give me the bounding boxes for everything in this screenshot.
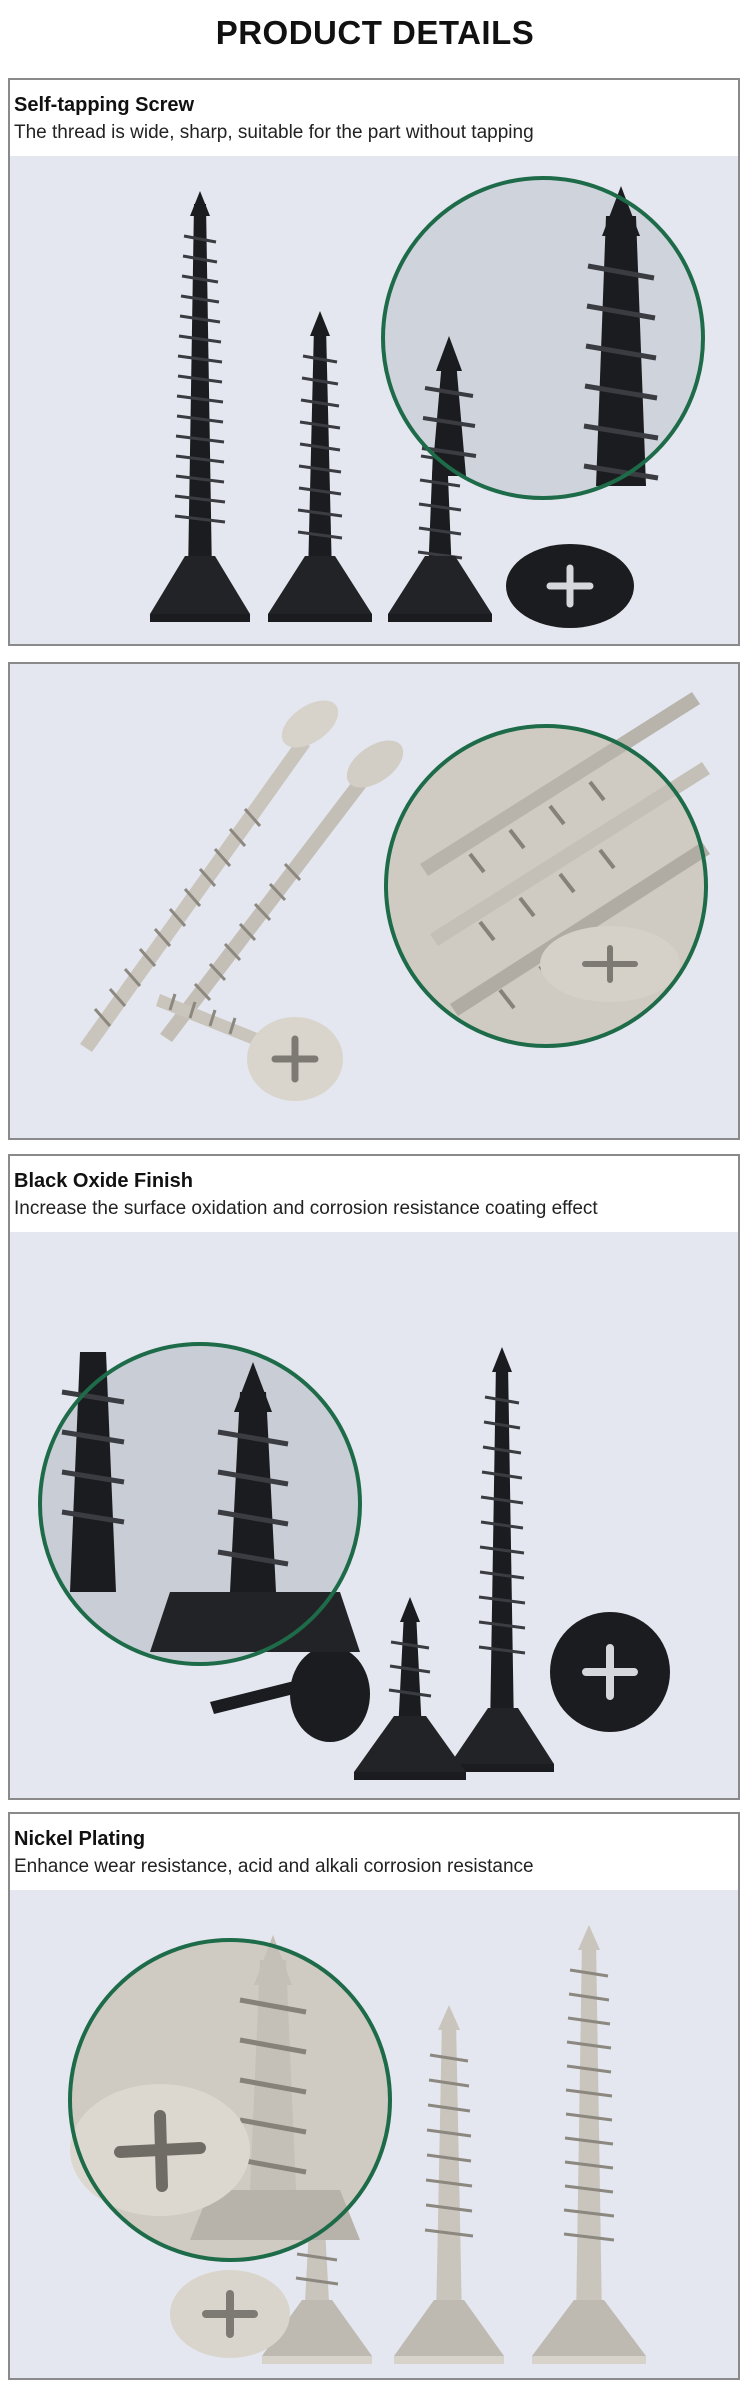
screw-short-icon xyxy=(354,1597,466,1780)
section-black-oxide-finish: Black Oxide Finish Increase the surface … xyxy=(8,1154,740,1800)
screw-head-phillips-icon xyxy=(506,544,634,628)
screw-lying-icon xyxy=(156,993,343,1101)
section-header: Nickel Plating Enhance wear resistance, … xyxy=(10,1814,738,1890)
section-self-tapping-screw: Self-tapping Screw The thread is wide, s… xyxy=(8,78,740,646)
screw-head-phillips-icon xyxy=(170,2270,290,2358)
screw-lying-icon xyxy=(210,1646,370,1742)
screw-photo-black-oxide xyxy=(38,1342,670,1780)
section-description: Enhance wear resistance, acid and alkali… xyxy=(14,1856,534,1877)
section-header: Self-tapping Screw The thread is wide, s… xyxy=(10,80,738,156)
screw-tall-icon xyxy=(532,1925,646,2364)
magnifier-circle xyxy=(68,1935,392,2262)
section-header: Black Oxide Finish Increase the surface … xyxy=(10,1156,738,1232)
magnifier-circle xyxy=(384,692,710,1048)
page-title: PRODUCT DETAILS xyxy=(215,14,535,51)
section-title: Black Oxide Finish xyxy=(14,1170,193,1192)
magnifier-circle xyxy=(38,1342,362,1666)
section-description: Increase the surface oxidation and corro… xyxy=(14,1198,598,1219)
section-description: The thread is wide, sharp, suitable for … xyxy=(14,122,534,143)
screw-head-phillips-icon xyxy=(550,1612,670,1732)
section-title: Self-tapping Screw xyxy=(14,94,195,116)
section-nickel-plating: Nickel Plating Enhance wear resistance, … xyxy=(8,1812,740,2380)
screw-medium-icon xyxy=(394,2005,504,2364)
screw-long-diagonal-icon xyxy=(80,700,339,1052)
screw-photo-nickel xyxy=(80,692,710,1101)
screw-photo-black xyxy=(150,176,705,628)
screw-photo-nickel-plating xyxy=(68,1925,646,2364)
screw-tall-icon xyxy=(450,1347,554,1772)
magnifier-circle xyxy=(381,176,705,500)
product-photo xyxy=(10,1232,738,1798)
screw-medium-icon xyxy=(268,311,372,622)
screw-tall-icon xyxy=(150,191,250,622)
product-photo xyxy=(10,156,738,644)
section-nickel-screws xyxy=(8,662,740,1140)
product-photo xyxy=(10,1890,738,2378)
product-photo xyxy=(10,664,738,1138)
section-title: Nickel Plating xyxy=(14,1828,146,1850)
